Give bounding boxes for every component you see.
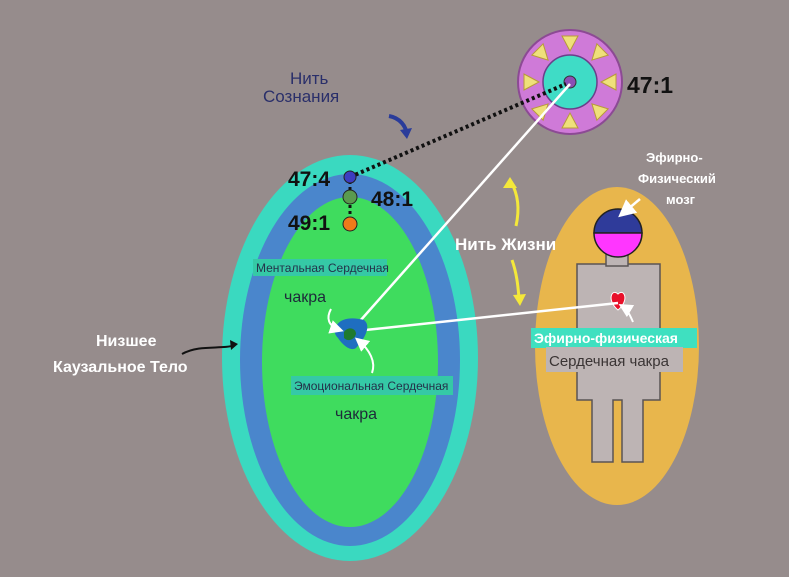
mental-heart-label-1: Ментальная Сердечная: [256, 261, 389, 275]
etheric-heart-label-bg-1: [531, 328, 697, 348]
monad-symbol: [517, 29, 623, 135]
thread-consciousness-label-2: Сознания: [263, 87, 339, 106]
point-49-1-dot: [342, 216, 358, 232]
life-thread-line: [351, 83, 571, 331]
etheric-heart-label-1: Эфирно-физическая: [534, 330, 678, 346]
lower-causal-label-1: Низшее: [96, 333, 157, 350]
monad-ray: [591, 42, 610, 61]
emotional-heart-label-1: Эмоциональная Сердечная: [294, 379, 448, 393]
emotional-heart-label-bg: [291, 376, 453, 395]
consciousness-thread-dotted: [349, 82, 567, 179]
emotional-heart-label-2: чакра: [335, 406, 377, 423]
monad-ray: [523, 73, 541, 91]
monad-ray: [561, 35, 579, 53]
head-bottom: [593, 232, 643, 258]
etheric-heart-label-bg-2: [546, 347, 683, 372]
life-thread-label: Нить Жизни: [455, 235, 556, 254]
life-thread-up-arrow: [509, 181, 520, 227]
life-thread-up-arrow-head: [503, 177, 517, 188]
life-thread-down-arrow-head: [513, 294, 526, 306]
etheric-heart-label-2: Сердечная чакра: [549, 353, 670, 370]
brain-pointer-arrow: [618, 198, 641, 218]
monad-ray: [591, 103, 610, 122]
monad-label: 47:1: [627, 72, 673, 98]
monad-core: [563, 75, 577, 89]
monad-ray: [599, 73, 617, 91]
lower-causal-body: [222, 155, 478, 561]
heart-pointer-arrow: [618, 303, 635, 323]
point-48-1-dot: [342, 189, 358, 205]
monad-rays: [523, 35, 617, 129]
etheric-brain-label-1: Эфирно-: [646, 150, 703, 165]
lower-causal-label-2: Каузальное Тело: [53, 359, 188, 376]
lower-causal-pointer-head: [230, 340, 238, 350]
mental-heart-label-bg: [253, 259, 387, 276]
emotional-heart-pointer: [354, 337, 375, 374]
point-47-4-label: 47:4: [288, 168, 330, 191]
heart-chakra-core: [344, 328, 356, 341]
etheric-brain-label-2: Физический: [638, 171, 716, 186]
monad-ray: [530, 42, 549, 61]
etheric-brain-label-3: мозг: [666, 192, 696, 207]
mental-heart-label-2: чакра: [284, 289, 326, 306]
thread-consciousness-label-1: Нить: [290, 69, 329, 88]
life-thread-down-arrow: [510, 259, 521, 299]
point-49-1-label: 49:1: [288, 212, 330, 235]
heart-link-line: [355, 301, 619, 333]
point-48-1-label: 48:1: [371, 188, 413, 211]
causal-inner-ellipse: [262, 197, 438, 527]
consciousness-arrow-head: [400, 128, 412, 139]
monad-ray: [561, 111, 579, 129]
mental-heart-pointer: [327, 308, 344, 334]
point-47-4-dot: [343, 170, 357, 184]
